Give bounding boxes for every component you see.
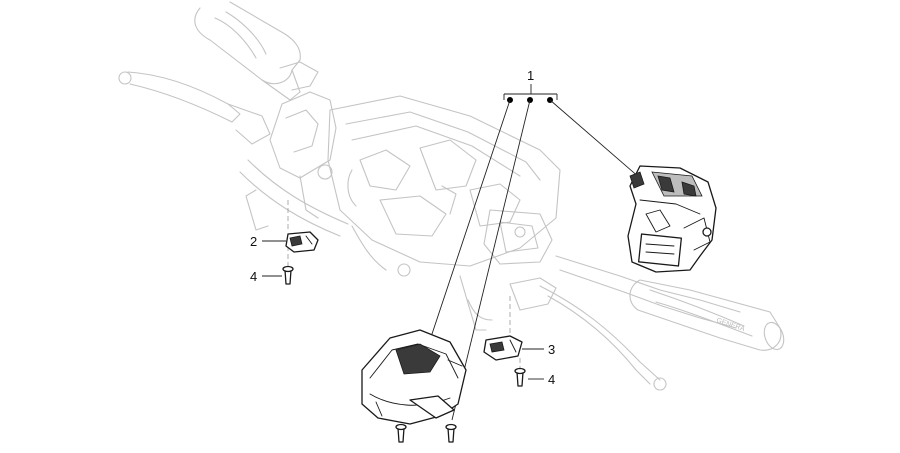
left-screw [262, 265, 294, 285]
leader-to-right-switch [549, 99, 641, 179]
center-mount [299, 95, 561, 277]
left-grip [194, 1, 319, 101]
handlebar-assembly-ghost: GENERA [118, 1, 785, 391]
leader-to-lower-cover [429, 99, 511, 341]
right-grip: GENERA [555, 255, 785, 351]
leader-to-screw [451, 99, 531, 421]
callout-bracket-1 [429, 84, 641, 421]
cover-screw-right [445, 423, 457, 443]
left-stop-switch [262, 231, 319, 253]
callout-4-right: 4 [548, 372, 555, 387]
callout-4-left: 4 [250, 269, 257, 284]
left-switch-housing [269, 91, 337, 180]
lower-handlebar-cover [361, 329, 467, 425]
callout-1: 1 [527, 68, 534, 83]
right-stop-switch [483, 335, 544, 361]
right-brake-lever [509, 277, 667, 391]
callout-2: 2 [250, 234, 257, 249]
right-screw [514, 367, 544, 387]
callout-3: 3 [548, 342, 555, 357]
grip-brand-text: GENERA [715, 317, 746, 333]
right-switch-housing [627, 165, 717, 273]
cover-screw-left [395, 423, 407, 443]
left-brake-lever [118, 71, 271, 145]
